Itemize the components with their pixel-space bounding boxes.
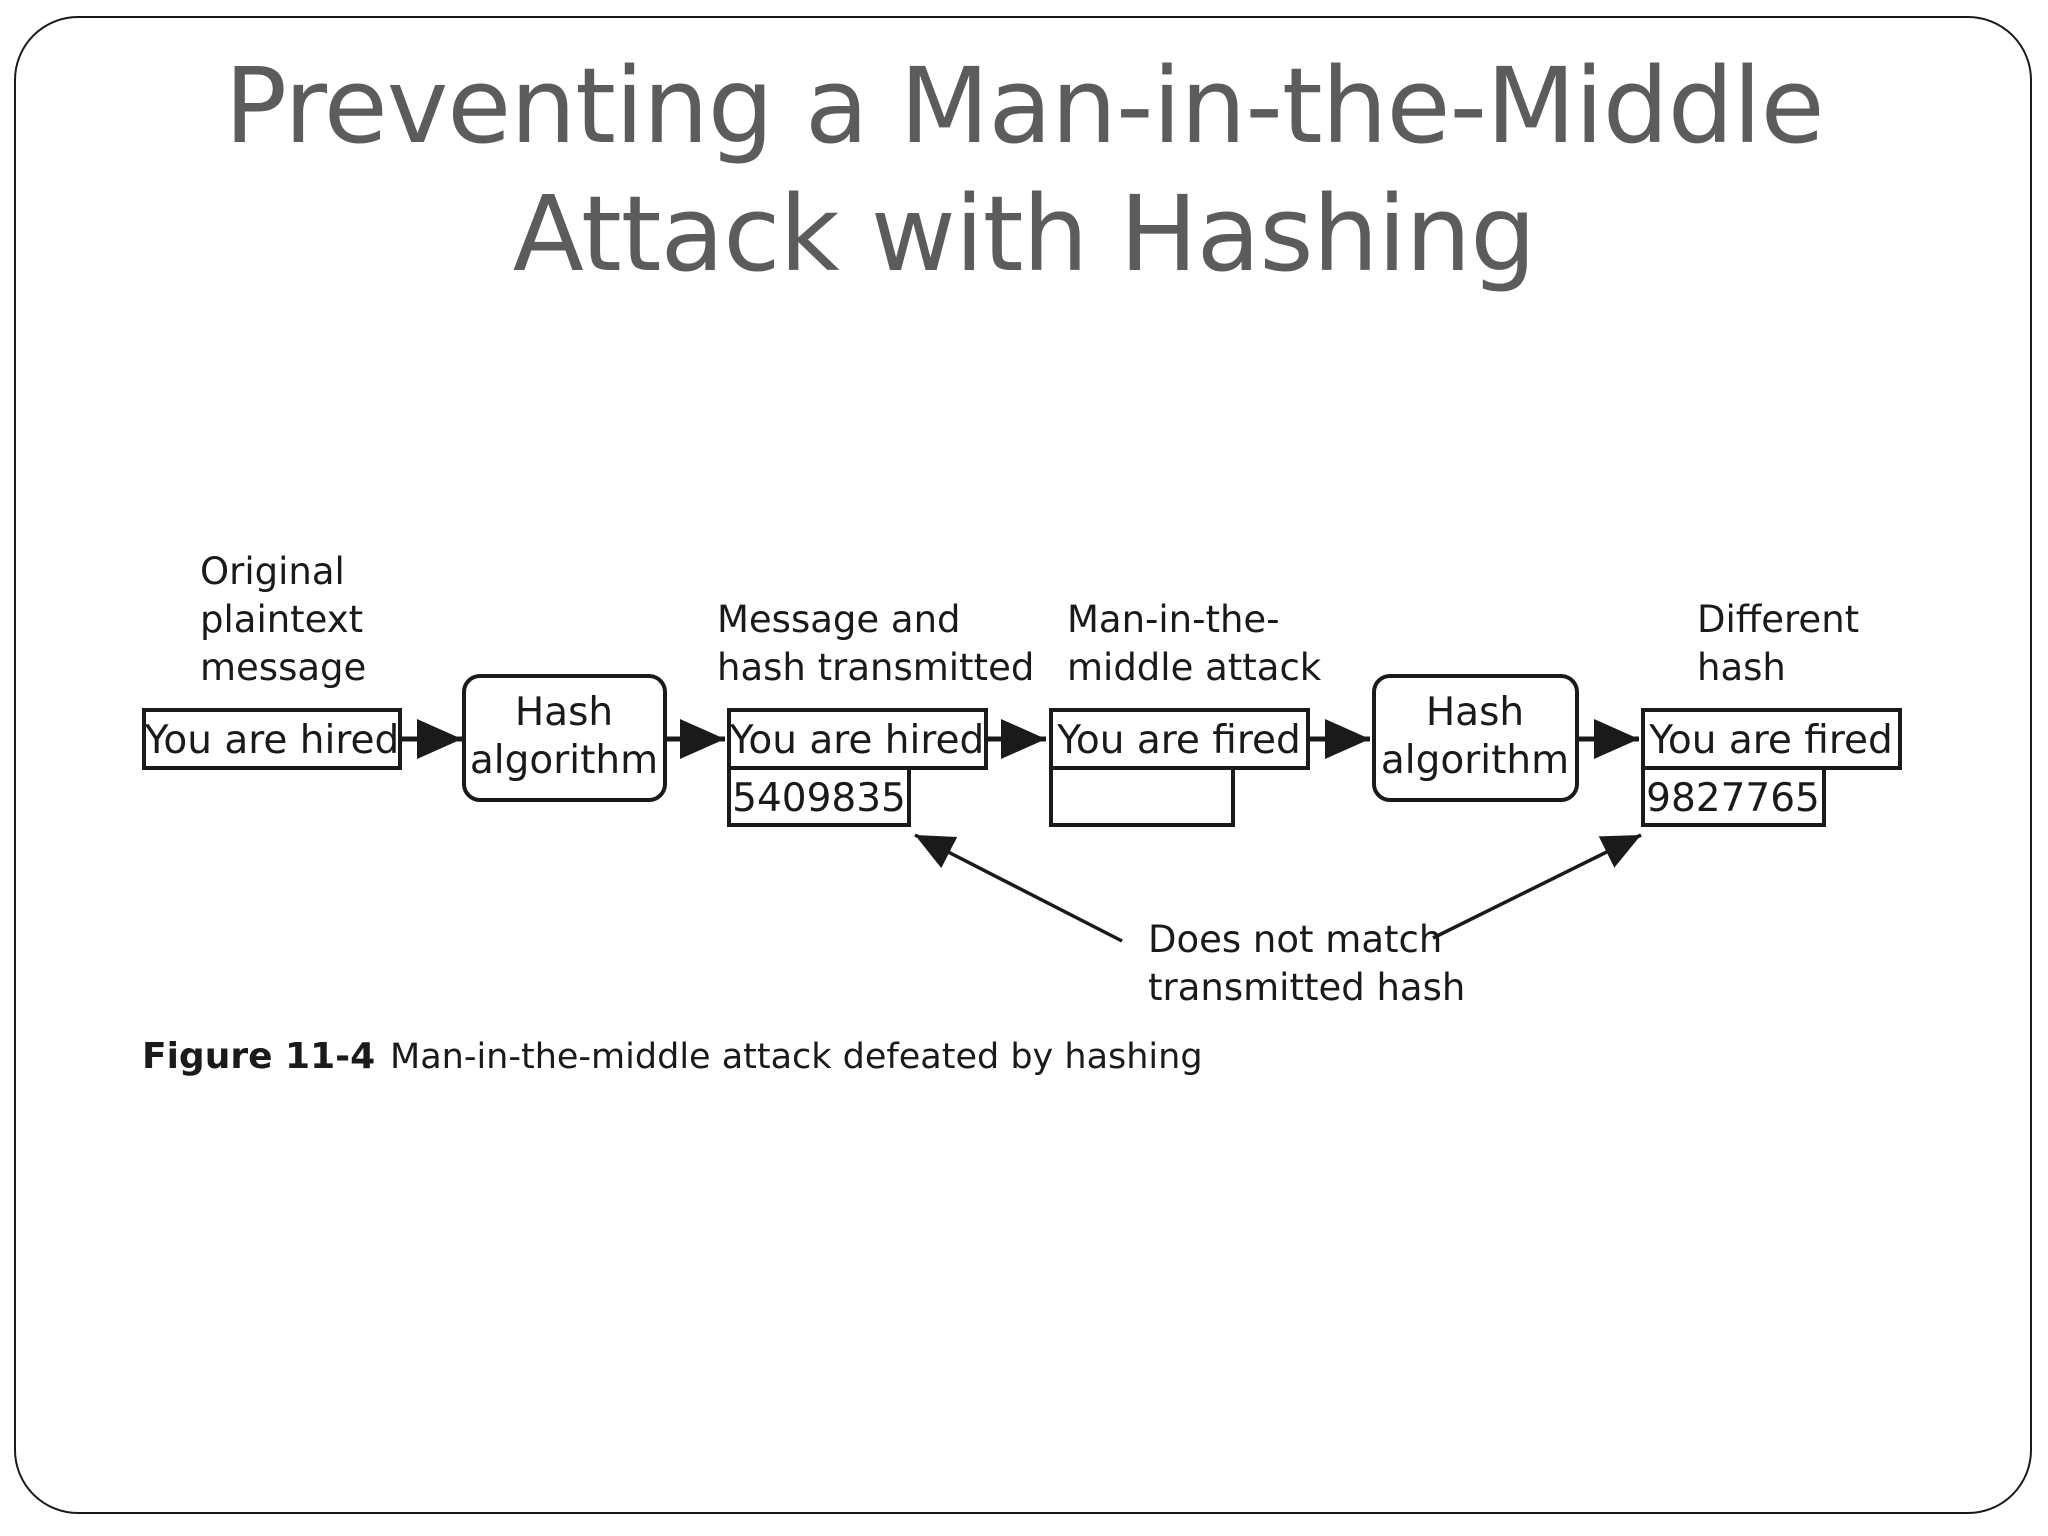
transmitted-hash-text: 5409835 [732,776,906,821]
label-mitm-2: middle attack [1067,646,1322,689]
label-original-1: Original [200,550,345,593]
hash-algorithm-1-line-1: Hash [515,690,613,735]
arrow-nomatch-to-received-hash [1432,833,1642,940]
altered-message-text: You are fired [1056,718,1301,763]
received-hash-text: 9827765 [1646,776,1820,821]
arrow-nomatch-to-transmitted-hash [914,833,1123,943]
transmitted-message-text: You are hired [729,718,985,763]
label-original-3: message [200,646,366,689]
received-message-text: You are fired [1648,718,1893,763]
label-transmitted-2: hash transmitted [717,646,1034,689]
label-original-2: plaintext [200,598,363,641]
label-nomatch-1: Does not match [1148,918,1442,961]
title-line-2: Attack with Hashing [512,173,1537,295]
original-message-text: You are hired [144,718,400,763]
label-different-2: hash [1697,646,1786,689]
altered-hash-box [1049,766,1235,827]
transmitted-hash-box [727,766,911,827]
figure-caption: Man-in-the-middle attack defeated by has… [390,1037,1203,1077]
figure-number: Figure 11-4 [142,1036,375,1077]
label-nomatch-2: transmitted hash [1148,966,1465,1009]
label-transmitted-1: Message and [717,598,961,641]
title-line-1: Preventing a Man-in-the-Middle [224,45,1824,167]
slide-frame [14,16,2032,1514]
label-different-1: Different [1697,598,1859,641]
hash-algorithm-1-line-2: algorithm [470,738,658,783]
received-hash-box [1641,766,1826,827]
slide-title: Preventing a Man-in-the-Middle Attack wi… [0,42,2048,298]
hash-algorithm-2-line-2: algorithm [1381,738,1569,783]
label-mitm-1: Man-in-the- [1067,598,1280,641]
hash-algorithm-2-line-1: Hash [1426,690,1524,735]
